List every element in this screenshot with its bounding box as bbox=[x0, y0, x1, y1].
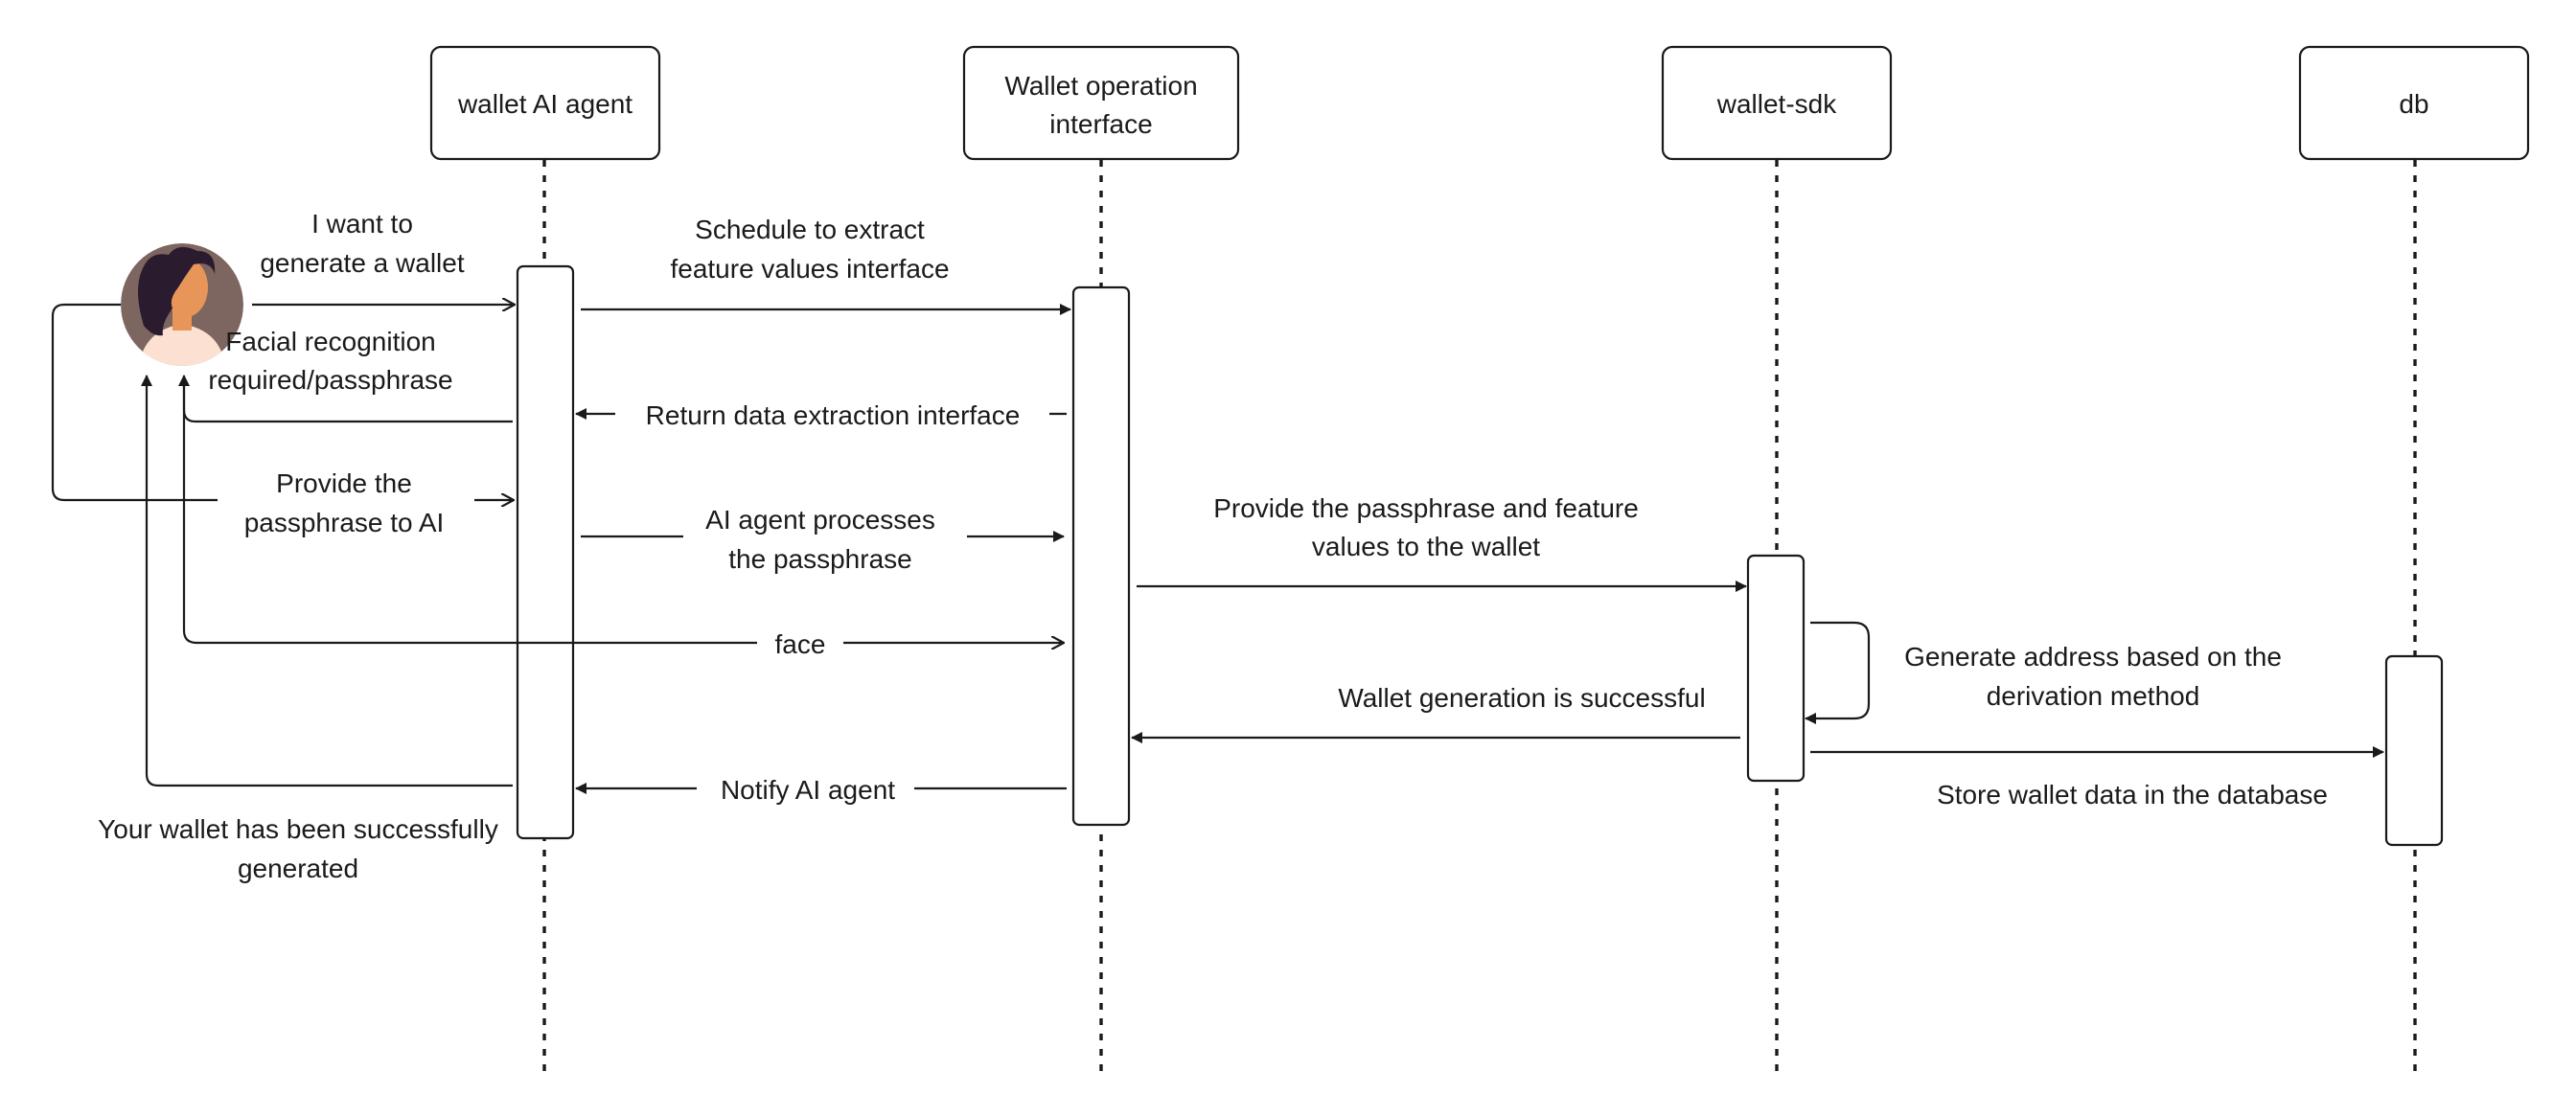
participant-db-label: db bbox=[2399, 89, 2428, 119]
message-schedule-extract: Schedule to extract feature values inter… bbox=[581, 215, 1071, 315]
message-facial-recognition-line2: required/passphrase bbox=[208, 365, 452, 395]
message-wallet-generated-line2: generated bbox=[238, 854, 358, 883]
message-ai-processes: AI agent processes the passphrase bbox=[581, 505, 1065, 574]
participant-interface-label-line1: Wallet operation bbox=[1004, 71, 1197, 101]
participant-agent: wallet AI agent bbox=[429, 45, 661, 161]
message-face: face bbox=[182, 376, 1064, 659]
message-facial-recognition-line1: Facial recognition bbox=[225, 327, 435, 356]
message-wallet-generated-line1: Your wallet has been successfully bbox=[98, 814, 498, 844]
message-wallet-generated: Your wallet has been successfully genera… bbox=[98, 375, 513, 883]
message-facial-recognition: Facial recognition required/passphrase bbox=[178, 327, 513, 423]
message-generate-address-line2: derivation method bbox=[1987, 681, 2200, 711]
participant-agent-label: wallet AI agent bbox=[457, 89, 632, 119]
activation-db bbox=[2384, 654, 2444, 847]
activation-agent bbox=[516, 264, 575, 840]
message-notify-agent: Notify AI agent bbox=[575, 775, 1067, 805]
participant-sdk: wallet-sdk bbox=[1661, 45, 1893, 161]
message-wallet-success-label: Wallet generation is successful bbox=[1338, 683, 1705, 713]
message-store-wallet-label: Store wallet data in the database bbox=[1937, 780, 2328, 809]
participant-interface: Wallet operation interface bbox=[962, 45, 1240, 161]
message-store-wallet: Store wallet data in the database bbox=[1810, 746, 2384, 809]
user-avatar-icon bbox=[121, 243, 243, 366]
participant-sdk-label: wallet-sdk bbox=[1716, 89, 1837, 119]
message-generate-address-line1: Generate address based on the bbox=[1904, 642, 2282, 672]
message-provide-passphrase-line2: passphrase to AI bbox=[244, 508, 445, 537]
message-notify-agent-label: Notify AI agent bbox=[721, 775, 895, 805]
participant-interface-label-line2: interface bbox=[1049, 109, 1152, 139]
message-generate-wallet: I want to generate a wallet bbox=[252, 209, 515, 305]
message-generate-wallet-line2: generate a wallet bbox=[260, 248, 464, 278]
message-return-interface-label: Return data extraction interface bbox=[646, 400, 1021, 430]
message-ai-processes-line1: AI agent processes bbox=[705, 505, 935, 535]
message-ai-processes-line2: the passphrase bbox=[728, 544, 911, 574]
message-return-interface: Return data extraction interface bbox=[575, 400, 1067, 430]
activation-interface bbox=[1071, 285, 1131, 827]
message-schedule-extract-line2: feature values interface bbox=[670, 254, 949, 284]
message-wallet-success: Wallet generation is successful bbox=[1131, 683, 1740, 743]
message-provide-to-wallet-line1: Provide the passphrase and feature bbox=[1213, 493, 1639, 523]
message-provide-passphrase-line1: Provide the bbox=[276, 468, 412, 498]
activation-sdk bbox=[1746, 554, 1806, 783]
participant-db: db bbox=[2298, 45, 2530, 161]
message-generate-wallet-line1: I want to bbox=[311, 209, 413, 239]
message-provide-to-wallet: Provide the passphrase and feature value… bbox=[1137, 493, 1747, 592]
message-provide-passphrase: Provide the passphrase to AI bbox=[51, 303, 514, 537]
message-face-label: face bbox=[775, 629, 826, 659]
message-provide-to-wallet-line2: values to the wallet bbox=[1312, 532, 1540, 561]
message-generate-address: Generate address based on the derivation… bbox=[1805, 621, 2282, 724]
message-schedule-extract-line1: Schedule to extract bbox=[695, 215, 925, 244]
